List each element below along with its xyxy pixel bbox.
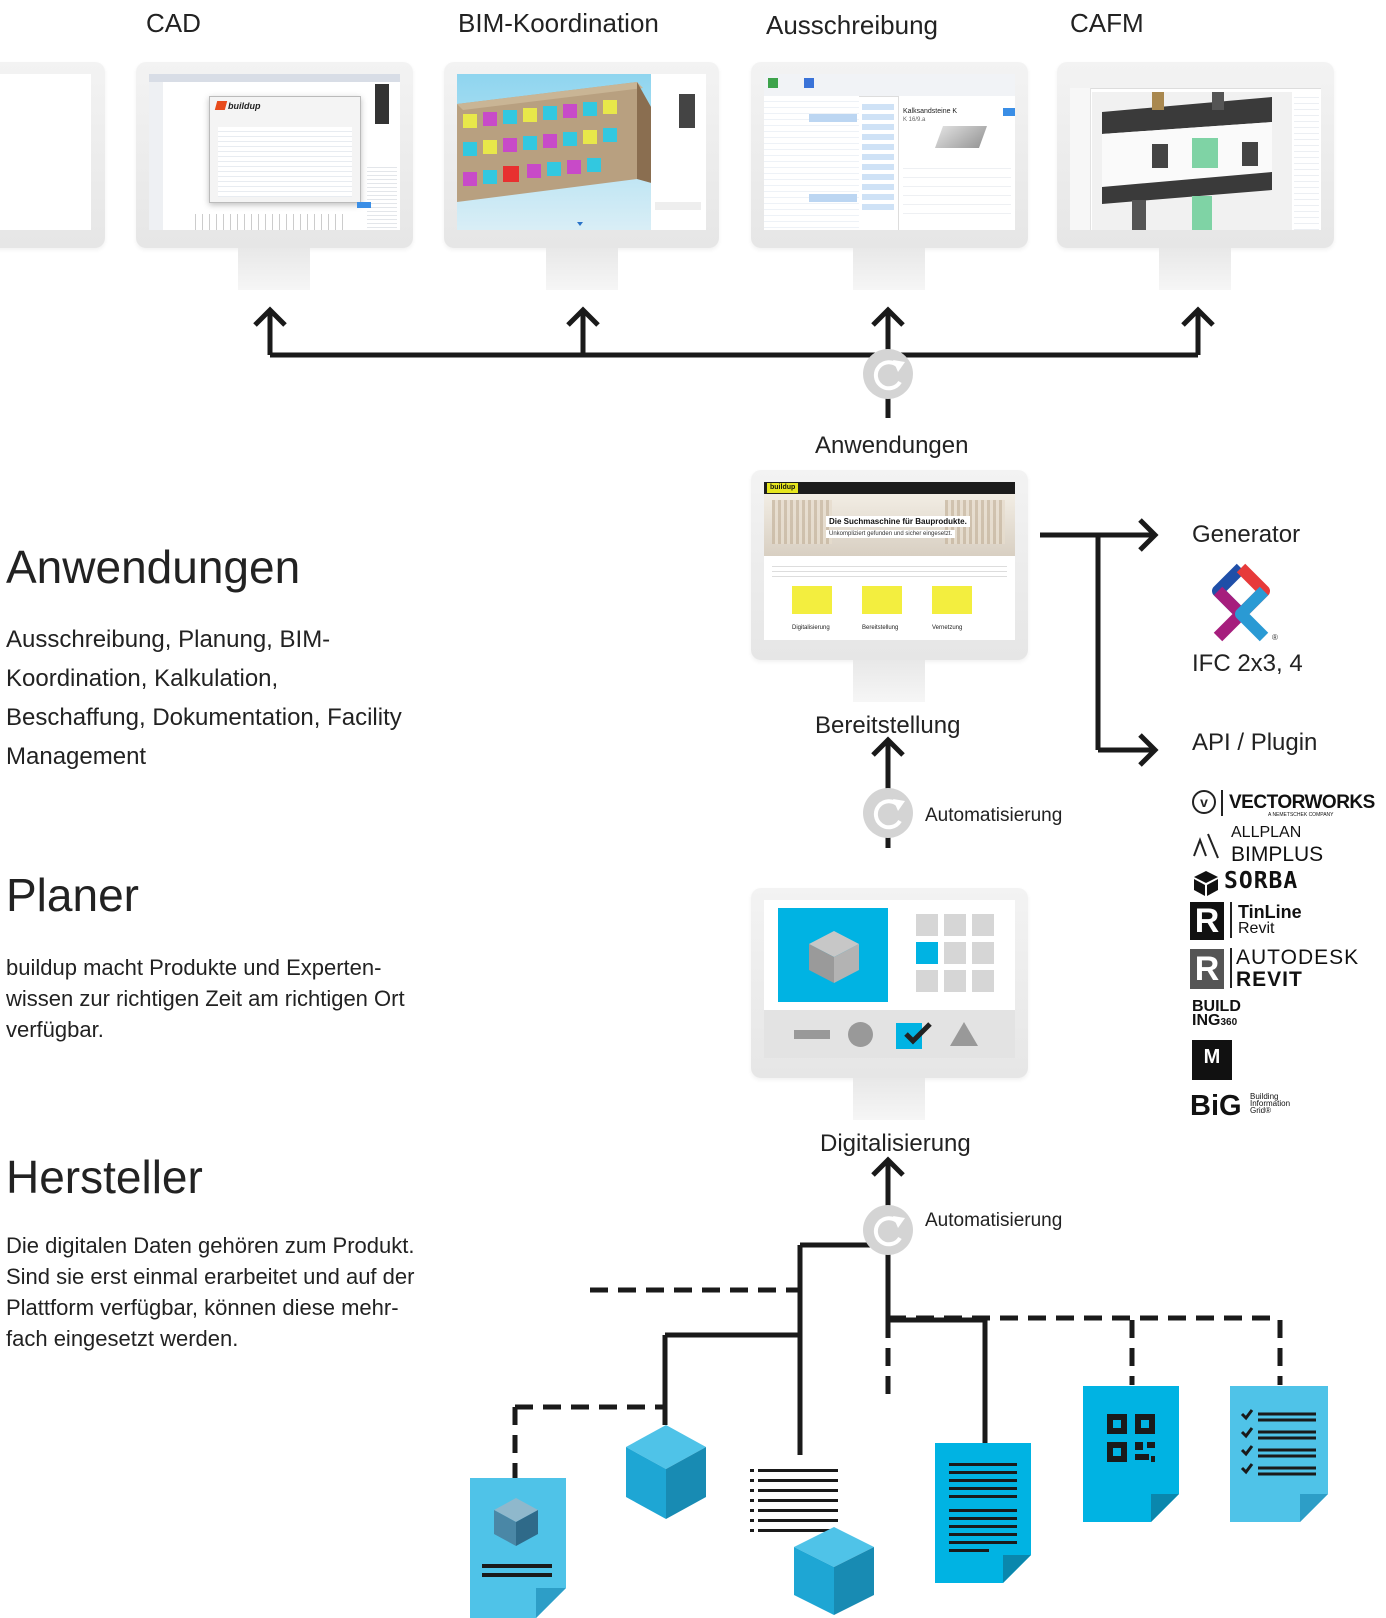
ausschreibung-screen: Kalksandsteine K K 16/9.a bbox=[764, 74, 1015, 230]
website-logo: buildup bbox=[767, 483, 799, 493]
feature-2: Bereitstellung bbox=[862, 625, 899, 631]
tinline-sub: Revit bbox=[1238, 920, 1275, 937]
allplan-icon bbox=[1193, 833, 1219, 859]
grid-icon bbox=[916, 914, 996, 992]
sync-icon-middle bbox=[863, 788, 913, 838]
vectorworks-sub: A NEMETSCHEK COMPANY bbox=[1268, 812, 1334, 818]
anwendungen-heading: Anwendungen bbox=[6, 541, 301, 593]
anwendungen-hub-label: Anwendungen bbox=[815, 432, 969, 459]
digitalisierung-label: Digitalisierung bbox=[820, 1130, 971, 1157]
revit-logo: REVIT bbox=[1236, 968, 1303, 991]
anwendungen-line-2: Koordination, Kalkulation, bbox=[6, 665, 279, 692]
qr-code-document-icon bbox=[1083, 1386, 1179, 1522]
text-document-icon bbox=[935, 1443, 1031, 1583]
partial-monitor bbox=[0, 62, 105, 248]
building360-logo: BUILD ING360 bbox=[1192, 998, 1241, 1030]
big-sub-1: Building bbox=[1250, 1092, 1279, 1101]
planer-line-2: wissen zur richtigen Zeit am richtigen O… bbox=[6, 986, 405, 1011]
sync-icon-bottom bbox=[863, 1205, 913, 1255]
tinline-logo: TinLine bbox=[1238, 902, 1302, 922]
document-cube-icon bbox=[470, 1478, 566, 1618]
building360-a: BUILD bbox=[1192, 998, 1241, 1015]
cafm-monitor bbox=[1057, 62, 1334, 290]
sync-icon-top bbox=[863, 349, 913, 399]
digitalisierung-screen bbox=[764, 900, 1015, 1058]
checkbox-icon bbox=[896, 1022, 932, 1049]
anwendungen-line-1: Ausschreibung, Planung, BIM- bbox=[6, 626, 331, 653]
website-monitor: buildup Die Suchmaschine für Bauprodukte… bbox=[751, 470, 1028, 702]
big-sub: Building Information Grid® bbox=[1250, 1092, 1291, 1115]
automatisierung-label-1: Automatisierung bbox=[925, 805, 1063, 826]
cad-monitor: buildup bbox=[136, 62, 413, 290]
vectorworks-icon: v bbox=[1192, 790, 1216, 814]
feature-3: Vernetzung bbox=[932, 625, 963, 631]
planer-line-3: verfügbar. bbox=[6, 1017, 104, 1042]
bim-title: BIM-Koordination bbox=[458, 8, 659, 38]
website-screen: buildup Die Suchmaschine für Bauprodukte… bbox=[764, 482, 1015, 640]
dash-shape-icon bbox=[794, 1030, 830, 1039]
ifc-label: IFC 2x3, 4 bbox=[1192, 650, 1303, 677]
spec-list-cube-icon bbox=[750, 1469, 874, 1615]
cad-screen: buildup bbox=[149, 74, 400, 230]
hersteller-line-2: Sind sie erst einmal erarbeitet und auf … bbox=[6, 1264, 415, 1289]
circle-shape-icon bbox=[848, 1022, 873, 1047]
tinline-r-icon: R bbox=[1190, 902, 1224, 940]
cad-buildup-logo: buildup bbox=[228, 101, 261, 111]
hersteller-heading: Hersteller bbox=[6, 1151, 203, 1203]
digitalisierung-monitor bbox=[751, 888, 1028, 1120]
planer-heading: Planer bbox=[6, 869, 139, 921]
checklist-document-icon bbox=[1230, 1386, 1328, 1522]
cad-title: CAD bbox=[146, 8, 201, 38]
ifc-logo: ® bbox=[1212, 563, 1278, 642]
cafm-title: CAFM bbox=[1070, 8, 1144, 38]
big-sub-3: Grid® bbox=[1250, 1106, 1272, 1115]
manufacturer-m-logo: M bbox=[1192, 1040, 1232, 1080]
autodesk-logo: AUTODESK bbox=[1236, 946, 1360, 969]
hersteller-line-4: fach eingesetzt werden. bbox=[6, 1326, 239, 1351]
revit-r-icon: R bbox=[1190, 949, 1224, 989]
cafm-screen bbox=[1070, 74, 1321, 230]
sorba-icon bbox=[1194, 871, 1218, 896]
big-logo: BiG bbox=[1190, 1090, 1242, 1122]
product-subtitle: K 16/9.a bbox=[903, 117, 926, 123]
planer-line-1: buildup macht Produkte und Experten- bbox=[6, 955, 382, 980]
website-hero-sub: Unkompliziert gefunden und sicher einges… bbox=[826, 530, 956, 538]
product-title: Kalksandsteine K bbox=[903, 108, 958, 115]
feature-1: Digitalisierung bbox=[792, 625, 830, 631]
hersteller-line-1: Die digitalen Daten gehören zum Produkt. bbox=[6, 1233, 415, 1258]
ausschreibung-monitor: Kalksandsteine K K 16/9.a bbox=[751, 62, 1028, 290]
svg-text:®: ® bbox=[1272, 633, 1278, 642]
cube-icon bbox=[809, 931, 859, 983]
cube-model-icon bbox=[626, 1425, 706, 1519]
bim-monitor bbox=[444, 62, 719, 290]
anwendungen-text: Ausschreibung, Planung, BIM- Koordinatio… bbox=[6, 620, 402, 776]
anwendungen-line-4: Management bbox=[6, 743, 147, 770]
bimplus-logo: BIMPLUS bbox=[1231, 843, 1324, 866]
automatisierung-label-2: Automatisierung bbox=[925, 1210, 1063, 1231]
allplan-logo: ALLPLAN bbox=[1231, 824, 1302, 841]
hersteller-text: Die digitalen Daten gehören zum Produkt.… bbox=[6, 1230, 414, 1354]
generator-label: Generator bbox=[1192, 521, 1301, 548]
website-hero-title: Die Suchmaschine für Bauprodukte. bbox=[826, 516, 970, 527]
building360-c: 360 bbox=[1220, 1017, 1238, 1028]
building360-b: ING bbox=[1192, 1012, 1221, 1029]
big-sub-2: Information bbox=[1250, 1099, 1291, 1108]
bim-screen bbox=[457, 74, 706, 230]
api-plugin-label: API / Plugin bbox=[1192, 729, 1318, 756]
bereitstellung-label: Bereitstellung bbox=[815, 712, 961, 739]
anwendungen-line-3: Beschaffung, Dokumentation, Facility bbox=[6, 704, 402, 731]
ausschreibung-title: Ausschreibung bbox=[766, 10, 938, 40]
sorba-logo: SORBA bbox=[1224, 868, 1299, 894]
planer-text: buildup macht Produkte und Experten- wis… bbox=[6, 952, 405, 1045]
triangle-shape-icon bbox=[950, 1022, 978, 1046]
hersteller-line-3: Plattform verfügbar, können diese mehr- bbox=[6, 1295, 399, 1320]
vectorworks-logo: VECTORWORKS bbox=[1229, 792, 1375, 813]
